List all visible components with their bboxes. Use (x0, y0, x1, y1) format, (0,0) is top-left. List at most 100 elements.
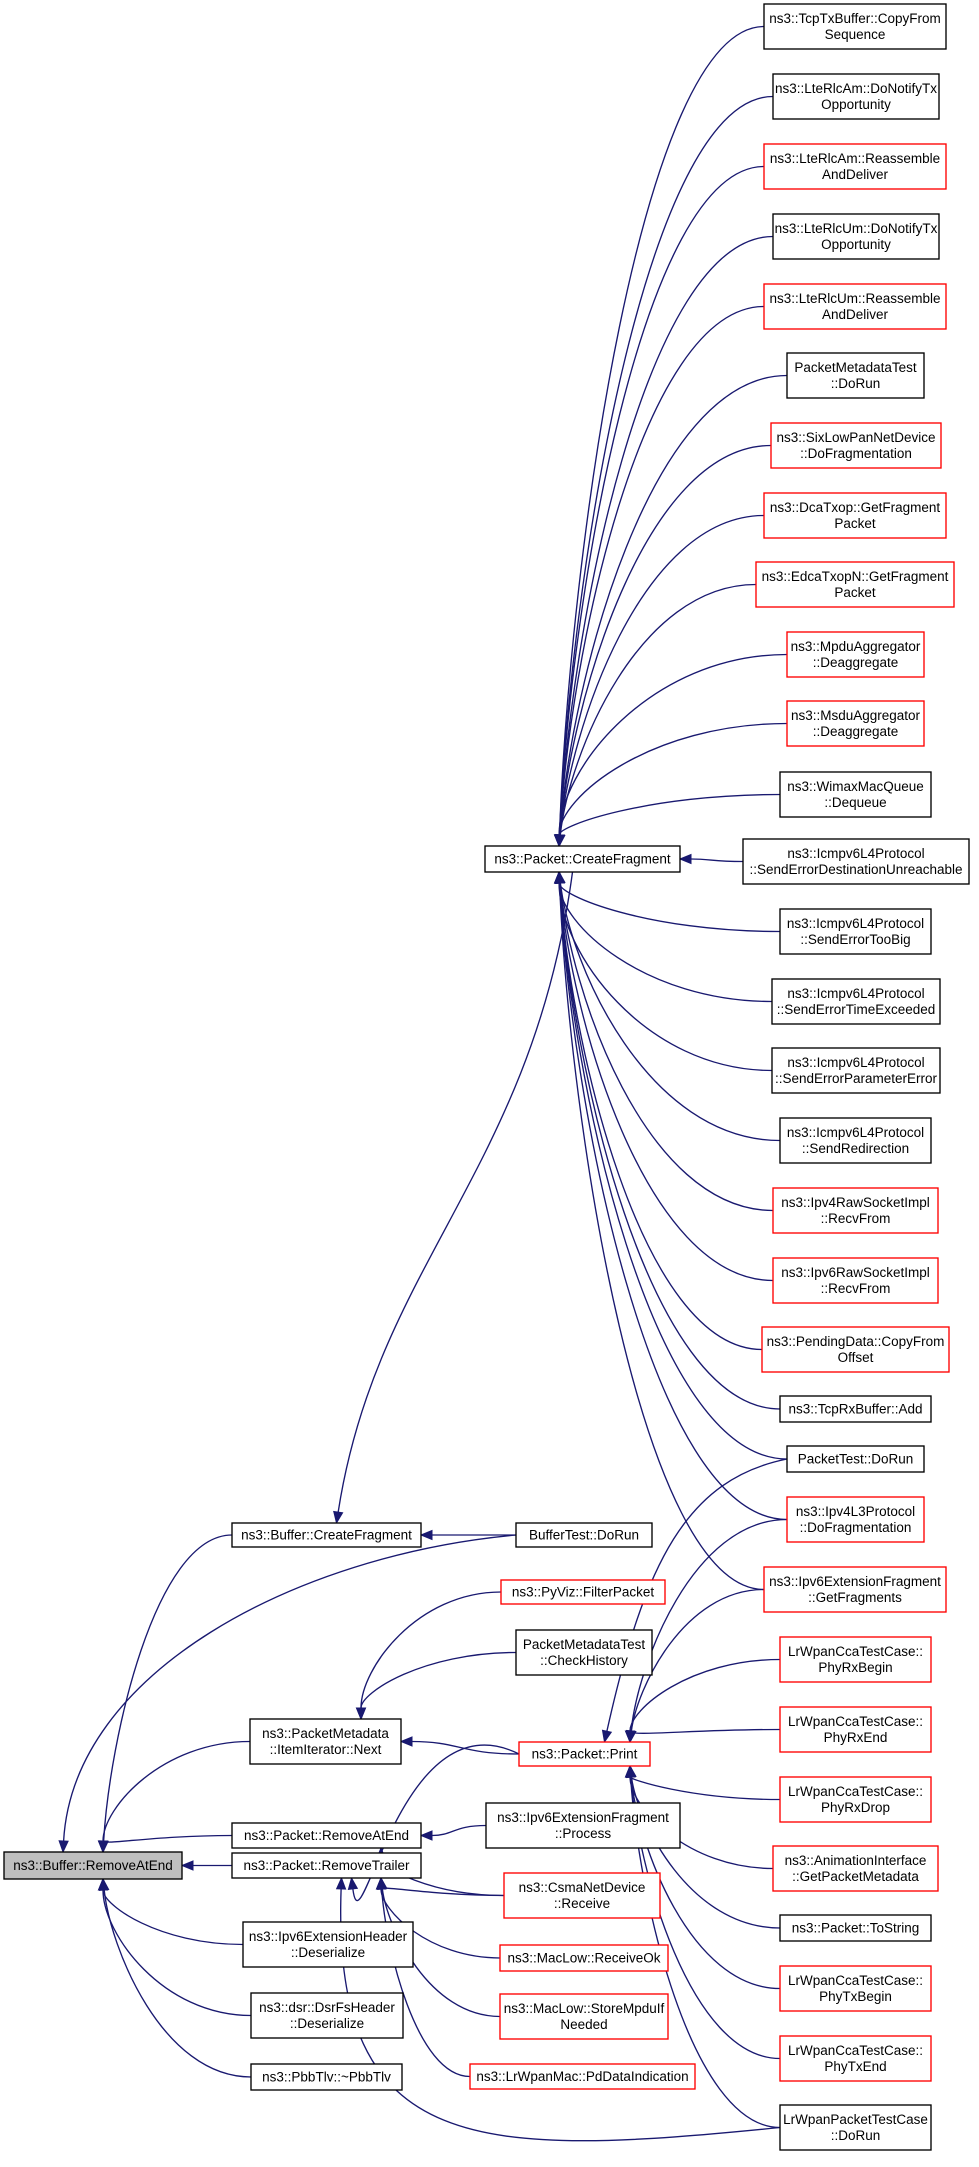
node-box (779, 1636, 932, 1683)
node-packet-create-fragment[interactable]: ns3::Packet::CreateFragment (484, 845, 681, 873)
node-maclow-receiveok[interactable]: ns3::MacLow::ReceiveOk (499, 1944, 669, 1972)
node-packet-remove-at-end[interactable]: ns3::Packet::RemoveAtEnd (231, 1822, 422, 1849)
node-item-iterator-next[interactable]: ns3::PacketMetadata::ItemIterator::Next (249, 1718, 402, 1765)
node-box (772, 1257, 939, 1304)
node-box (518, 1741, 651, 1767)
arrowhead (180, 1860, 194, 1871)
node-icmpv6-timeexceeded[interactable]: ns3::Icmpv6L4Protocol::SendErrorTimeExce… (771, 978, 941, 1025)
node-lrwpan-phytxbegin[interactable]: LrWpanCcaTestCase::PhyTxBegin (779, 1965, 932, 2012)
node-buffer-create-fragment[interactable]: ns3::Buffer::CreateFragment (231, 1522, 422, 1548)
node-ipv4l3-frag[interactable]: ns3::Ipv4L3Protocol::DoFragmentation (786, 1496, 925, 1543)
node-lrwpan-phyrxbegin[interactable]: LrWpanCcaTestCase::PhyRxBegin (779, 1636, 932, 1683)
node-pm-test-checkhistory[interactable]: PacketMetadataTest::CheckHistory (515, 1629, 653, 1676)
edge-rlcam_reassemble-to-packet_create_fragment (554, 165, 765, 848)
node-lrwpan-pddata[interactable]: ns3::LrWpanMac::PdDataIndication (469, 2063, 696, 2090)
node-box (755, 561, 955, 608)
node-csma-receive[interactable]: ns3::CsmaNetDevice::Receive (503, 1872, 661, 1919)
edge-msdu_deagg-to-packet_create_fragment (553, 722, 788, 848)
edge-rlcum_notify-to-packet_create_fragment (554, 235, 774, 848)
node-label: ::Dequeue (824, 795, 886, 810)
node-label: ns3::WimaxMacQueue (787, 779, 924, 794)
node-box (779, 1914, 932, 1942)
node-ipv6raw-recvfrom[interactable]: ns3::Ipv6RawSocketImpl::RecvFrom (772, 1257, 939, 1304)
node-packet-print[interactable]: ns3::Packet::Print (518, 1741, 651, 1767)
node-label: ns3::MacLow::ReceiveOk (507, 1951, 660, 1966)
node-buffertest-dorun[interactable]: BufferTest::DoRun (515, 1522, 653, 1548)
node-label: Offset (838, 1350, 874, 1365)
node-label: ns3::LteRlcUm::DoNotifyTx (775, 221, 938, 236)
arrowhead (678, 853, 692, 865)
node-packettest-dorun[interactable]: PacketTest::DoRun (786, 1445, 925, 1473)
node-box (779, 1395, 932, 1423)
node-label: PacketMetadataTest (523, 1637, 646, 1652)
node-label: ns3::Buffer::CreateFragment (241, 1528, 412, 1543)
node-label: ns3::LteRlcAm::DoNotifyTx (775, 81, 937, 96)
edge-buffertest_dorun-to-buffer_create_fragment (419, 1529, 517, 1541)
node-ipv6-ext-header-deserialize[interactable]: ns3::Ipv6ExtensionHeader::Deserialize (242, 1921, 414, 1968)
node-anim-getpktmeta[interactable]: ns3::AnimationInterface::GetPacketMetada… (772, 1845, 939, 1892)
node-ipv6ext-getfrags[interactable]: ns3::Ipv6ExtensionFragment::GetFragments (763, 1566, 947, 1613)
edge-tcprx_add-to-packet_create_fragment (554, 870, 781, 1410)
node-box (761, 1326, 950, 1373)
arrowhead (419, 1830, 433, 1841)
node-packet-remove-trailer[interactable]: ns3::Packet::RemoveTrailer (231, 1852, 422, 1879)
node-lrwpan-phyrxdrop[interactable]: LrWpanCcaTestCase::PhyRxDrop (779, 1776, 932, 1823)
edge-icmpv6_timeexceeded-to-packet_create_fragment (553, 870, 773, 1003)
node-mpdu-deagg[interactable]: ns3::MpduAggregator::Deaggregate (786, 631, 925, 678)
node-box (786, 700, 925, 747)
arrowhead (554, 870, 565, 884)
node-remove-at-end[interactable]: ns3::Buffer::RemoveAtEnd (3, 1851, 183, 1880)
edge-packet_remove_at_end-to-remove_at_end (97, 1834, 233, 1854)
node-wimax-dequeue[interactable]: ns3::WimaxMacQueue::Dequeue (779, 771, 932, 818)
node-pm-test-dorun[interactable]: PacketMetadataTest::DoRun (786, 352, 925, 399)
node-pyviz-filter[interactable]: ns3::PyViz::FilterPacket (500, 1579, 666, 1605)
node-box (503, 1872, 661, 1919)
node-box (779, 2104, 932, 2151)
node-box (231, 1852, 422, 1879)
node-tcprx-add[interactable]: ns3::TcpRxBuffer::Add (779, 1395, 932, 1423)
arrowhead (58, 1840, 69, 1854)
node-msdu-deagg[interactable]: ns3::MsduAggregator::Deaggregate (786, 700, 925, 747)
node-box (770, 422, 942, 469)
node-lrwpan-phyrxend[interactable]: LrWpanCcaTestCase::PhyRxEnd (779, 1706, 932, 1753)
node-sixlowpan-frag[interactable]: ns3::SixLowPanNetDevice::DoFragmentation (770, 422, 942, 469)
node-label: ::GetPacketMetadata (792, 1869, 919, 1884)
node-pbbtlv-dtor[interactable]: ns3::PbbTlv::~PbbTlv (250, 2063, 403, 2091)
node-lrwpan-packettest[interactable]: LrWpanPacketTestCase::DoRun (779, 2104, 932, 2151)
node-label: ns3::Icmpv6L4Protocol (787, 1125, 924, 1140)
arrowhead (625, 1764, 636, 1778)
node-packet-tostring[interactable]: ns3::Packet::ToString (779, 1914, 932, 1942)
node-ipv6-ext-fragment-process[interactable]: ns3::Ipv6ExtensionFragment::Process (485, 1802, 681, 1849)
node-icmpv6-toobig[interactable]: ns3::Icmpv6L4Protocol::SendErrorTooBig (779, 908, 932, 955)
node-label: PhyTxBegin (819, 1989, 892, 2004)
node-lrwpan-phytxend[interactable]: LrWpanCcaTestCase::PhyTxEnd (779, 2035, 932, 2082)
node-box (779, 1965, 932, 2012)
node-label: ns3::Buffer::RemoveAtEnd (13, 1858, 173, 1873)
node-box (763, 283, 947, 330)
node-label: ns3::Icmpv6L4Protocol (787, 1055, 924, 1070)
node-label: PhyRxBegin (818, 1660, 892, 1675)
node-label: ::Receive (554, 1896, 610, 1911)
node-label: ::SendErrorTooBig (800, 932, 910, 947)
node-box (786, 631, 925, 678)
node-label: ns3::PendingData::CopyFrom (767, 1334, 945, 1349)
node-label: ns3::Ipv6ExtensionFragment (769, 1574, 941, 1589)
node-icmpv6-paramerror[interactable]: ns3::Icmpv6L4Protocol::SendErrorParamete… (771, 1047, 941, 1094)
node-icmpv6-dest-unreach[interactable]: ns3::Icmpv6L4Protocol::SendErrorDestinat… (742, 838, 970, 885)
node-label: Packet (834, 516, 876, 531)
edge-lrwpan_phyrxdrop-to-packet_print (624, 1764, 781, 1801)
node-dsr-fs-header-deserialize[interactable]: ns3::dsr::DsrFsHeader::Deserialize (250, 1992, 404, 2039)
node-ipv4raw-recvfrom[interactable]: ns3::Ipv4RawSocketImpl::RecvFrom (772, 1187, 939, 1234)
node-label: ::Deaggregate (813, 655, 899, 670)
node-label: ns3::EdcaTxopN::GetFragment (762, 569, 949, 584)
node-icmpv6-redirect[interactable]: ns3::Icmpv6L4Protocol::SendRedirection (779, 1117, 932, 1164)
